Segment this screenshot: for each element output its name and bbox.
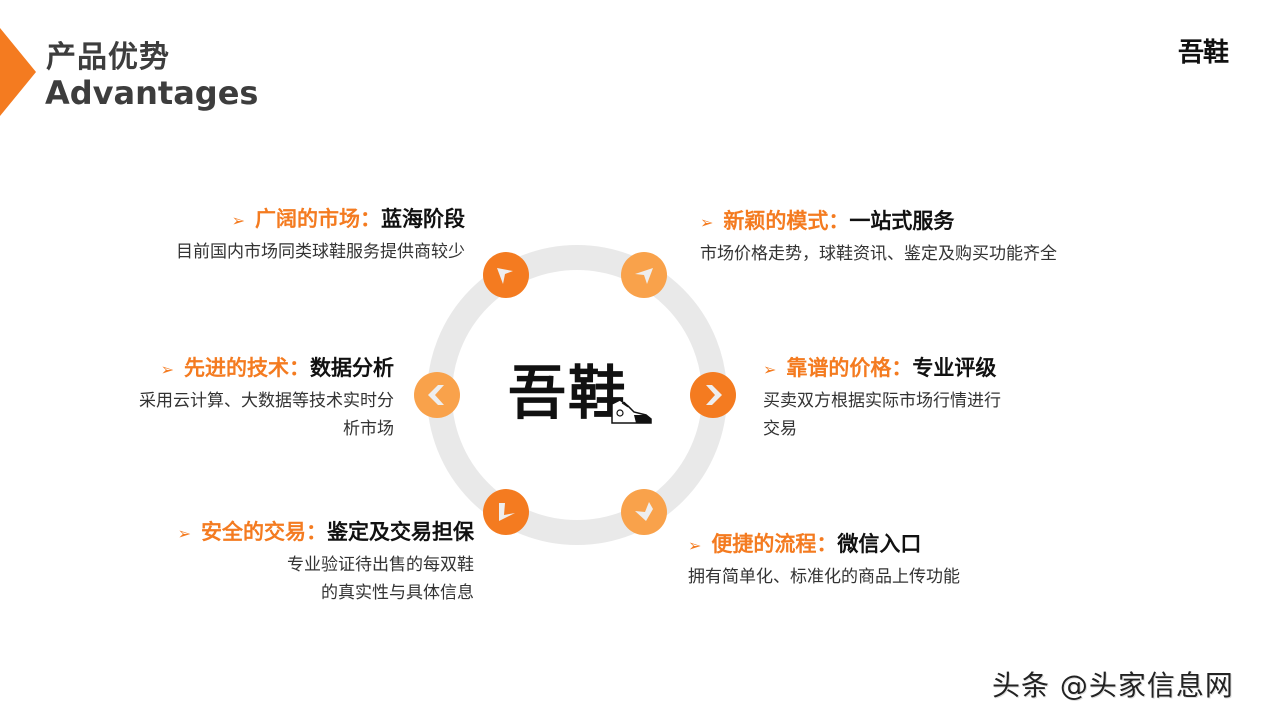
bullet-arrow-icon: ➢: [763, 360, 777, 379]
advantage-price: ➢ 靠谱的价格：专业评级 买卖双方根据实际市场行情进行 交易: [763, 354, 1001, 444]
advantage-heading: ➢ 靠谱的价格：专业评级: [763, 354, 1001, 384]
bullet-arrow-icon: ➢: [177, 524, 191, 543]
advantage-market: ➢ 广阔的市场：蓝海阶段 目前国内市场同类球鞋服务提供商较少: [176, 205, 465, 267]
advantage-desc: 拥有简单化、标准化的商品上传功能: [688, 567, 960, 587]
brand-logo: 吾鞋: [1178, 38, 1229, 68]
bullet-arrow-icon: ➢: [160, 360, 174, 379]
advantage-desc: 市场价格走势，球鞋资讯、鉴定及购买功能齐全: [700, 244, 1057, 264]
arrow-up-left-icon: [483, 252, 529, 298]
advantage-key: 靠谱的价格：: [786, 356, 913, 380]
advantage-desc: 目前国内市场同类球鞋服务提供商较少: [176, 242, 465, 262]
bullet-arrow-icon: ➢: [700, 213, 714, 232]
bullet-arrow-icon: ➢: [231, 211, 245, 230]
advantage-heading: ➢ 广阔的市场：蓝海阶段: [176, 205, 465, 235]
advantage-key: 先进的技术：: [184, 356, 310, 380]
advantage-key: 新颖的模式：: [723, 209, 850, 233]
advantage-value: 专业评级: [912, 356, 997, 380]
sneaker-icon: [611, 399, 652, 424]
advantage-heading: ➢ 便捷的流程：微信入口: [688, 530, 960, 560]
advantage-key: 便捷的流程：: [711, 532, 838, 556]
page-title: 产品优势: [46, 40, 170, 75]
page-subtitle: Advantages: [45, 74, 259, 112]
advantage-value: 数据分析: [310, 356, 394, 380]
advantage-transaction: ➢ 安全的交易：鉴定及交易担保 专业验证待出售的每双鞋 的真实性与具体信息: [178, 518, 474, 608]
arrow-down-left-icon: [483, 489, 529, 535]
advantage-key: 安全的交易：: [201, 520, 327, 544]
advantage-desc-line-2: 交易: [763, 419, 797, 439]
advantage-heading: ➢ 安全的交易：鉴定及交易担保: [178, 518, 474, 548]
advantage-desc-line-1: 买卖双方根据实际市场行情进行: [763, 391, 1001, 411]
arrow-up-right-icon: [621, 252, 667, 298]
advantage-desc-line-1: 采用云计算、大数据等技术实时分: [139, 391, 394, 411]
arrow-right-icon: [690, 372, 736, 418]
advantage-technology: ➢ 先进的技术：数据分析 采用云计算、大数据等技术实时分 析市场: [139, 354, 394, 444]
advantage-heading: ➢ 新颖的模式：一站式服务: [700, 207, 1057, 237]
advantage-value: 一站式服务: [849, 209, 955, 233]
corner-accent-triangle: [0, 28, 36, 116]
center-brand-logo: 吾鞋: [508, 359, 629, 427]
advantage-process: ➢ 便捷的流程：微信入口 拥有简单化、标准化的商品上传功能: [688, 530, 960, 592]
advantage-model: ➢ 新颖的模式：一站式服务 市场价格走势，球鞋资讯、鉴定及购买功能齐全: [700, 207, 1057, 269]
advantage-desc-line-1: 专业验证待出售的每双鞋: [287, 555, 474, 575]
advantage-key: 广阔的市场：: [255, 207, 381, 231]
advantage-value: 蓝海阶段: [381, 207, 465, 231]
arrow-down-right-icon: [621, 489, 667, 535]
arrow-left-icon: [414, 372, 460, 418]
advantage-heading: ➢ 先进的技术：数据分析: [139, 354, 394, 384]
advantage-desc-line-2: 析市场: [343, 419, 394, 439]
advantage-value: 鉴定及交易担保: [327, 520, 474, 544]
watermark: 头条 @头家信息网: [992, 669, 1234, 702]
advantage-desc-line-2: 的真实性与具体信息: [321, 583, 474, 603]
advantage-value: 微信入口: [837, 532, 922, 556]
bullet-arrow-icon: ➢: [688, 536, 702, 555]
